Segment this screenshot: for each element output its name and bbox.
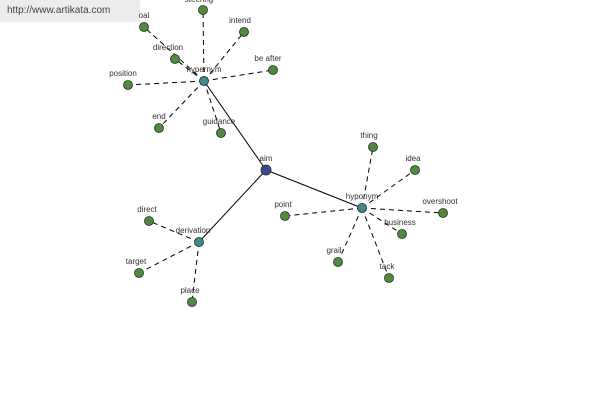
- label-hyponym: hyponym: [346, 192, 379, 201]
- node-thing[interactable]: [368, 142, 378, 152]
- node-guidance[interactable]: [216, 128, 226, 138]
- edge-derivation-place: [191, 241, 200, 303]
- label-aim: aim: [260, 154, 273, 163]
- node-goal[interactable]: [139, 22, 149, 32]
- label-be-after: be after: [254, 54, 281, 63]
- node-tack[interactable]: [384, 273, 394, 283]
- watermark-url: http://www.artikata.com: [0, 0, 140, 22]
- edge-hyponym-overshoot: [361, 207, 444, 214]
- label-place: place: [180, 286, 200, 295]
- edge-aim-hyponym: [265, 169, 363, 209]
- nodes-layer: [123, 5, 448, 307]
- label-steering: steering: [185, 0, 213, 4]
- label-direction: direction: [153, 43, 183, 52]
- node-be-after[interactable]: [268, 65, 278, 75]
- label-point: point: [274, 200, 292, 209]
- edge-hyponym-grail: [337, 207, 363, 263]
- label-derivation: derivation: [176, 226, 211, 235]
- node-intend[interactable]: [239, 27, 249, 37]
- label-grail: grail: [326, 246, 341, 255]
- edge-aim-hypernym: [203, 80, 267, 171]
- edge-hypernym-end: [158, 80, 205, 129]
- edges-layer: [127, 9, 444, 303]
- edge-hypernym-guidance: [203, 80, 222, 134]
- node-place[interactable]: [187, 297, 197, 307]
- edge-aim-derivation: [198, 169, 267, 243]
- node-hyponym[interactable]: [357, 203, 367, 213]
- label-hypernym: hypernym: [186, 65, 221, 74]
- edge-hyponym-idea: [361, 169, 416, 209]
- edge-derivation-target: [138, 241, 200, 274]
- label-target: target: [126, 257, 147, 266]
- label-direct: direct: [137, 205, 157, 214]
- labels-layer: aim hypernym hyponym derivation oal steering i…: [109, 0, 458, 295]
- edge-derivation-direct: [148, 220, 200, 243]
- label-goal: oal: [139, 11, 150, 20]
- node-steering[interactable]: [198, 5, 208, 15]
- edge-hypernym-goal: [143, 26, 205, 82]
- node-direction[interactable]: [170, 54, 180, 64]
- label-intend: intend: [229, 16, 251, 25]
- node-business[interactable]: [397, 229, 407, 239]
- node-grail[interactable]: [333, 257, 343, 267]
- label-end: end: [152, 112, 165, 121]
- edge-hypernym-direction: [174, 58, 205, 82]
- node-idea[interactable]: [410, 165, 420, 175]
- label-guidance: guidance: [203, 117, 236, 126]
- edge-hypernym-intend: [203, 31, 245, 82]
- label-idea: idea: [405, 154, 421, 163]
- node-direct[interactable]: [144, 216, 154, 226]
- node-aim[interactable]: [260, 164, 272, 176]
- node-derivation[interactable]: [194, 237, 204, 247]
- edge-hypernym-position: [127, 80, 205, 86]
- edge-hypernym-be-after: [203, 69, 274, 82]
- node-point[interactable]: [280, 211, 290, 221]
- label-overshoot: overshoot: [422, 197, 458, 206]
- edge-hyponym-thing: [361, 146, 374, 209]
- edge-hyponym-business: [361, 207, 403, 235]
- label-business: business: [384, 218, 416, 227]
- node-hypernym[interactable]: [199, 76, 209, 86]
- node-end[interactable]: [154, 123, 164, 133]
- edge-hyponym-point: [284, 207, 363, 217]
- node-target[interactable]: [134, 268, 144, 278]
- label-tack: tack: [380, 262, 396, 271]
- label-thing: thing: [360, 131, 377, 140]
- node-position[interactable]: [123, 80, 133, 90]
- label-position: position: [109, 69, 137, 78]
- edge-hypernym-steering: [202, 9, 205, 82]
- node-overshoot[interactable]: [438, 208, 448, 218]
- edge-hyponym-tack: [361, 207, 390, 279]
